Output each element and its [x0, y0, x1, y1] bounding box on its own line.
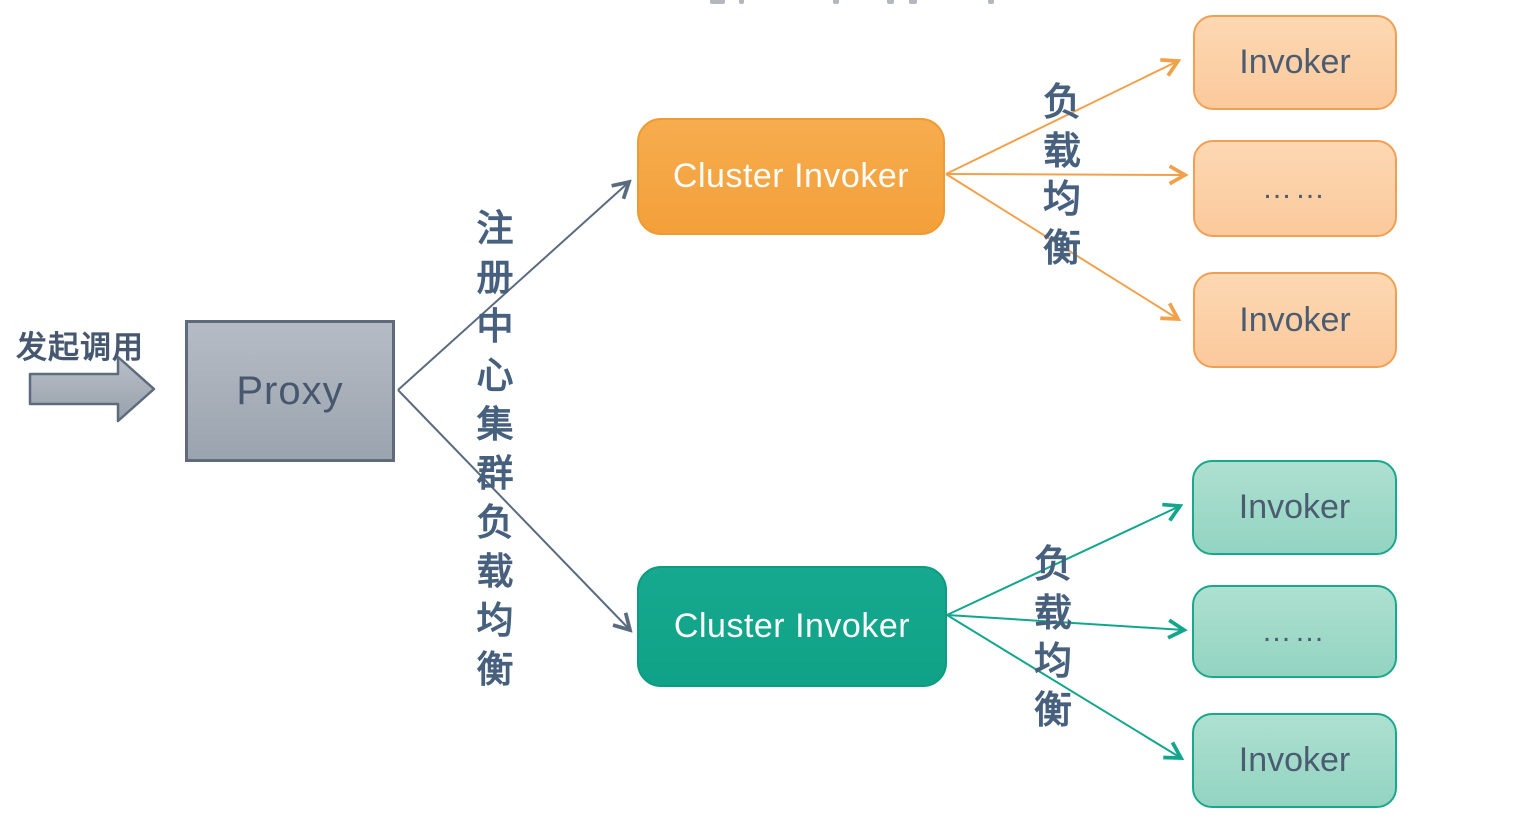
cropped-glyph-mark — [909, 0, 917, 4]
invoker-node-bottom-3: Invoker — [1192, 713, 1397, 808]
cluster-invoker-top-node: Cluster Invoker — [637, 118, 945, 235]
cluster-invoker-bottom-label: Cluster Invoker — [673, 607, 911, 645]
edge-cluster-top-to-invoker-1 — [945, 61, 1178, 175]
registry-cluster-label: 注 册 中 心 集 群 负 载 均 衡 — [476, 208, 514, 690]
invoker-label: Invoker — [1239, 43, 1351, 81]
cropped-glyph-mark — [710, 0, 725, 4]
edge-cluster-bottom-to-invoker-1 — [946, 506, 1180, 616]
edge-proxy-to-cluster-bottom — [397, 389, 630, 630]
caller-label: 发起调用 — [16, 330, 144, 365]
invoker-label: Invoker — [1238, 741, 1351, 779]
invoker-label: Invoker — [1239, 300, 1351, 339]
edge-proxy-to-cluster-top — [397, 182, 629, 391]
load-balance-label-bottom: 负 载 均 衡 — [1033, 544, 1072, 732]
cluster-invoker-bottom-node: Cluster Invoker — [637, 566, 947, 687]
invoker-node-top-ellipsis: …… — [1193, 140, 1397, 237]
load-balance-label-top: 负 载 均 衡 — [1042, 82, 1081, 270]
cropped-glyph-mark — [739, 0, 744, 4]
cluster-invoker-top-label: Cluster Invoker — [672, 157, 910, 195]
edge-cluster-top-to-invoker-3 — [945, 173, 1178, 319]
edge-cluster-bottom-to-invoker-3 — [946, 614, 1181, 758]
edge-cluster-bottom-to-invoker-2 — [946, 614, 1184, 630]
proxy-node: Proxy — [185, 320, 395, 462]
invoker-node-top-3: Invoker — [1193, 272, 1397, 368]
invoker-node-bottom-1: Invoker — [1192, 460, 1397, 555]
cropped-glyph-mark — [887, 0, 894, 4]
cropped-glyph-mark — [833, 0, 839, 4]
call-arrow-icon — [28, 355, 156, 423]
proxy-label: Proxy — [236, 368, 344, 413]
invoker-node-bottom-ellipsis: …… — [1192, 585, 1397, 678]
invoker-label: Invoker — [1238, 488, 1351, 526]
ellipsis-label: …… — [1262, 171, 1328, 205]
edge-cluster-top-to-invoker-2 — [945, 174, 1185, 175]
ellipsis-label: …… — [1261, 614, 1328, 648]
invoker-node-top-1: Invoker — [1193, 15, 1397, 110]
cropped-glyph-mark — [988, 0, 994, 4]
